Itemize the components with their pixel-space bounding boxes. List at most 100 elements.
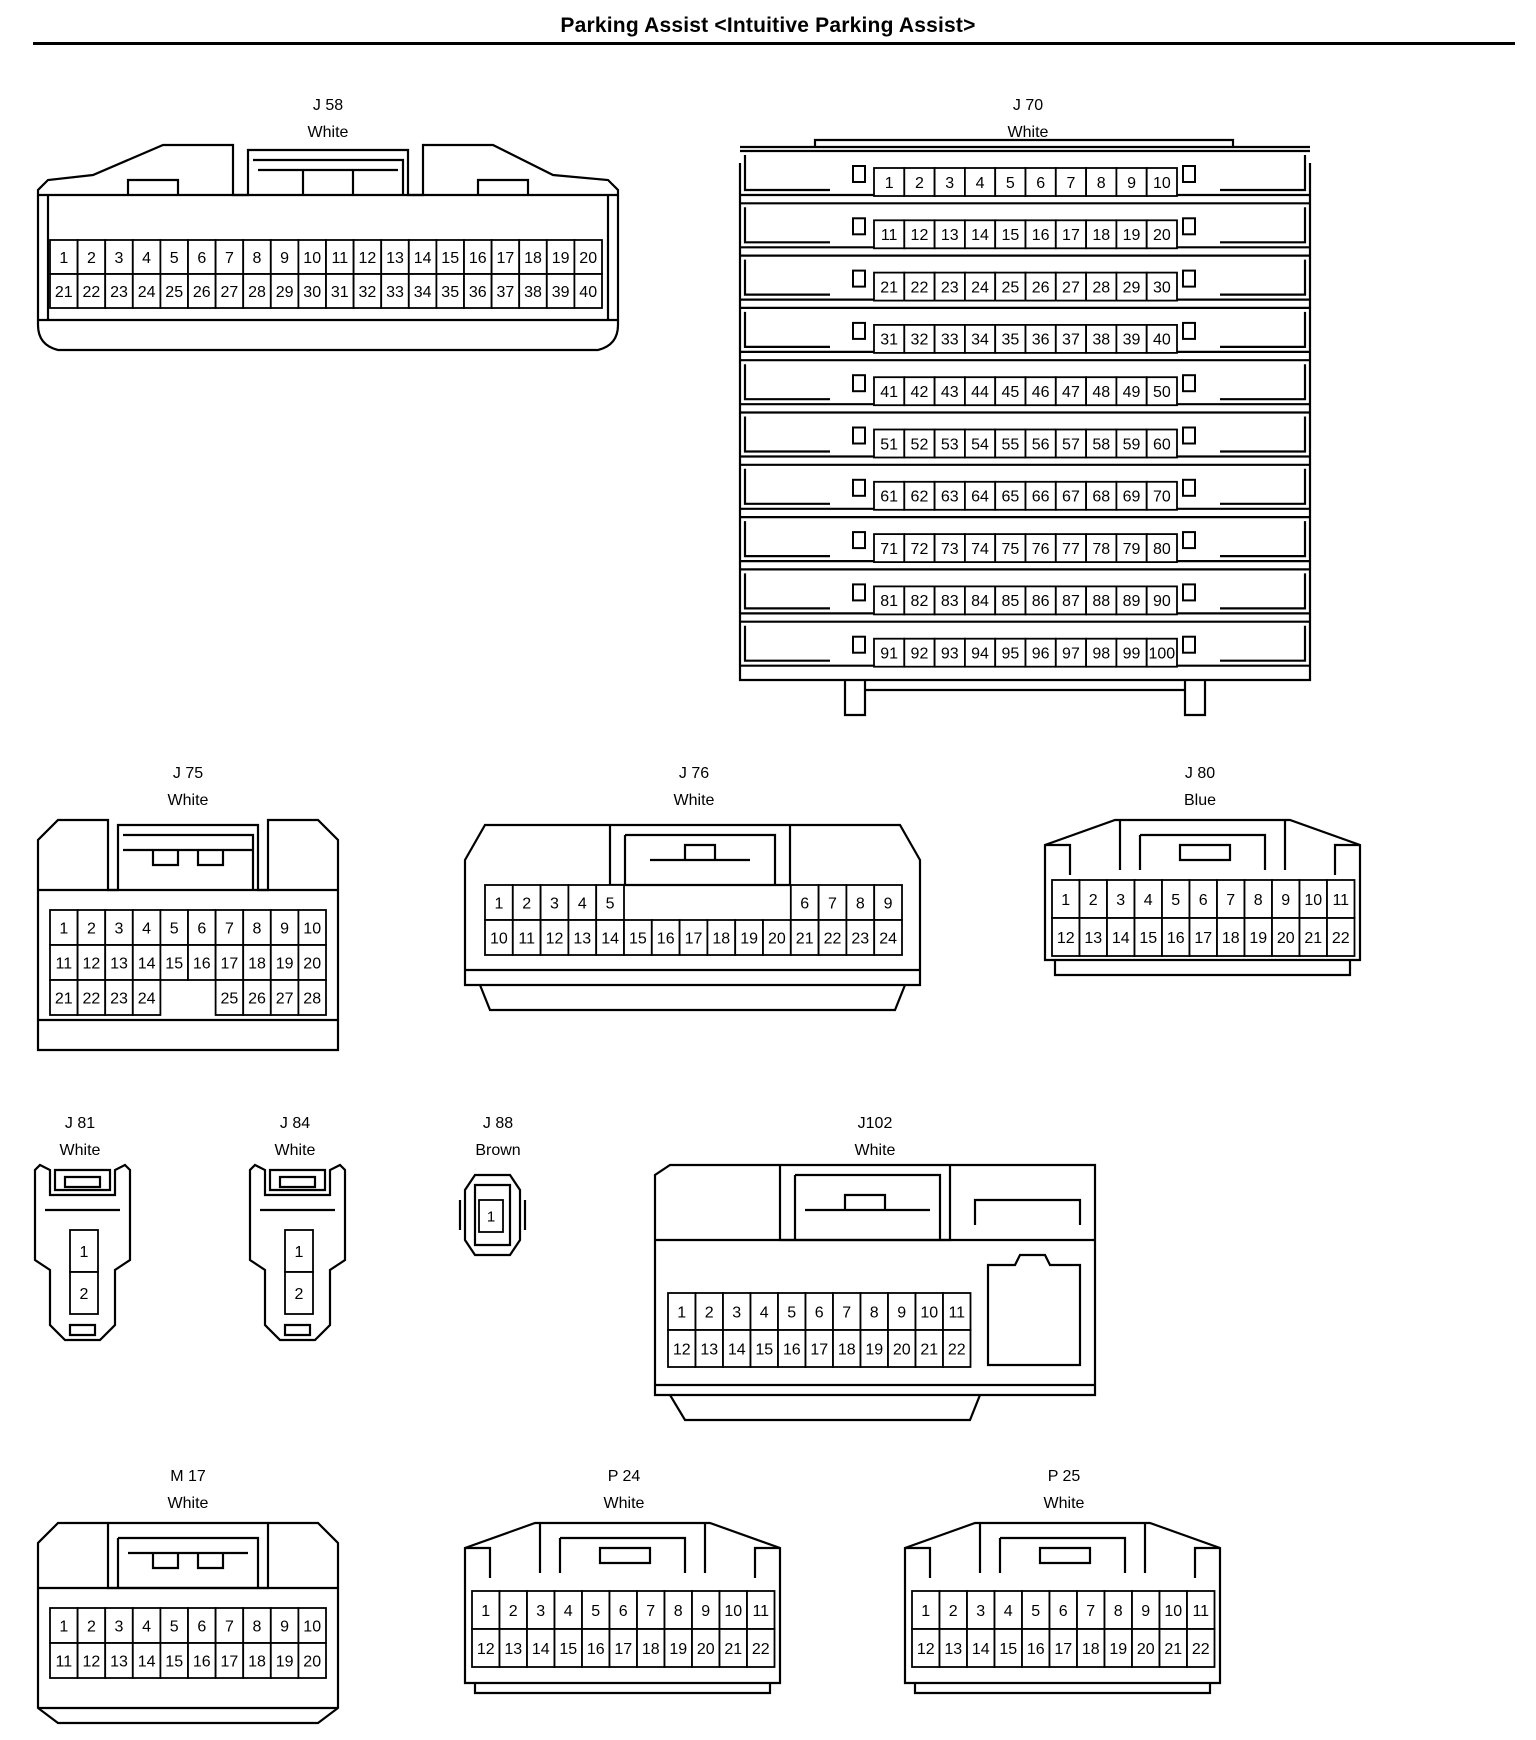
terminal-cell xyxy=(933,585,966,616)
terminal-number: 22 xyxy=(83,990,101,1007)
terminal-cell xyxy=(1106,917,1136,957)
terminal-cell xyxy=(993,1628,1023,1668)
terminal-number: 49 xyxy=(1123,384,1141,401)
terminal-number: 32 xyxy=(359,284,377,301)
terminal-number: 12 xyxy=(917,1641,935,1658)
terminal-cell xyxy=(595,919,625,956)
terminal-number: 4 xyxy=(760,1304,769,1321)
terminal-cell xyxy=(1158,1628,1188,1668)
terminal-number: 24 xyxy=(879,930,897,947)
terminal-cell xyxy=(1103,1628,1133,1668)
terminal-cell xyxy=(994,533,1027,564)
terminal-number: 45 xyxy=(1001,384,1019,401)
terminal-cell xyxy=(567,919,598,956)
terminal-cell xyxy=(762,919,792,956)
latch-lock-right xyxy=(1182,531,1196,550)
terminal-number: 1 xyxy=(481,1603,490,1620)
terminal-number: 2 xyxy=(87,920,96,937)
terminal-cell xyxy=(1085,271,1118,302)
terminal-number: 98 xyxy=(1092,645,1110,662)
terminal-cell xyxy=(636,1628,666,1668)
terminal-cell xyxy=(380,273,410,309)
terminal-cell xyxy=(623,919,653,956)
terminal-number: 23 xyxy=(110,990,128,1007)
terminal-cell xyxy=(734,919,764,956)
terminal-cell xyxy=(297,1607,327,1644)
terminal-number: 12 xyxy=(477,1641,495,1658)
terminal-number: 46 xyxy=(1032,384,1050,401)
terminal-cell xyxy=(1024,323,1057,354)
terminal-number: 17 xyxy=(497,250,515,267)
terminal-number: 83 xyxy=(941,593,959,610)
terminal-cell xyxy=(76,1607,107,1644)
terminal-number: 12 xyxy=(673,1341,691,1358)
terminal-cell xyxy=(832,1292,862,1331)
terminal-number: 19 xyxy=(276,955,294,972)
housing-row xyxy=(740,359,1310,406)
terminal-number: 20 xyxy=(1277,930,1295,947)
connector-color: White xyxy=(59,1142,101,1159)
terminal-number: 21 xyxy=(920,1341,938,1358)
latch-lock-right xyxy=(1182,217,1196,236)
terminal-number: 6 xyxy=(800,895,809,912)
terminal-cell xyxy=(873,585,906,616)
terminal-number: 29 xyxy=(1123,279,1141,296)
terminal-number: 10 xyxy=(303,920,321,937)
terminal-cell xyxy=(859,1329,889,1368)
terminal-cell xyxy=(297,909,327,946)
terminal-number: 38 xyxy=(1092,332,1110,349)
terminal-number: 3 xyxy=(115,250,124,267)
terminal-number: 13 xyxy=(1084,930,1102,947)
terminal-number: 93 xyxy=(941,645,959,662)
terminal-cell xyxy=(187,1642,217,1679)
terminal-number: 43 xyxy=(941,384,959,401)
terminal-number: 13 xyxy=(700,1341,718,1358)
terminal-cell xyxy=(76,979,107,1016)
terminal-number: 38 xyxy=(524,284,542,301)
terminal-number: 16 xyxy=(657,930,675,947)
terminal-cell xyxy=(1054,585,1087,616)
terminal-number: 3 xyxy=(976,1603,985,1620)
terminal-cell xyxy=(873,428,906,459)
terminal-number: 79 xyxy=(1123,541,1141,558)
terminal-number: 76 xyxy=(1032,541,1050,558)
terminal-number: 41 xyxy=(880,384,898,401)
terminal-number: 15 xyxy=(999,1641,1017,1658)
terminal-cell xyxy=(994,585,1027,616)
terminal-number: 18 xyxy=(248,1653,266,1670)
terminal-number: 78 xyxy=(1092,541,1110,558)
connector-code: J 81 xyxy=(64,1115,96,1132)
terminal-number: 6 xyxy=(1059,1603,1068,1620)
terminal-number: 53 xyxy=(941,436,959,453)
terminal-number: 17 xyxy=(221,955,239,972)
terminal-cell xyxy=(518,273,548,309)
terminal-cell xyxy=(297,944,327,981)
terminal-number: 5 xyxy=(591,1603,600,1620)
latch-lock-left xyxy=(852,635,866,654)
terminal-number: 33 xyxy=(386,284,404,301)
terminal-cell xyxy=(963,323,997,354)
connector-code: J 80 xyxy=(1184,765,1216,782)
terminal-number: 28 xyxy=(303,990,321,1007)
terminal-cell xyxy=(933,428,966,459)
terminal-number: 6 xyxy=(197,250,206,267)
latch-lock-right xyxy=(1182,165,1196,183)
terminal-cell xyxy=(1188,879,1218,919)
terminal-cell xyxy=(1145,323,1178,354)
terminal-number: 15 xyxy=(441,250,459,267)
terminal-cell xyxy=(963,428,997,459)
terminal-cell xyxy=(1145,480,1178,511)
terminal-cell xyxy=(76,944,107,981)
terminal-number: 18 xyxy=(248,955,266,972)
terminal-cell xyxy=(942,1329,972,1368)
connector-code: J102 xyxy=(857,1115,893,1132)
connector-color: White xyxy=(167,792,209,809)
terminal-cell xyxy=(1186,1628,1216,1668)
terminal-number: 36 xyxy=(1032,332,1050,349)
terminal-cell xyxy=(722,1292,752,1331)
terminal-number: 71 xyxy=(880,541,898,558)
terminal-cell xyxy=(69,1229,99,1273)
terminal-number: 4 xyxy=(578,895,587,912)
terminal-number: 5 xyxy=(787,1304,796,1321)
